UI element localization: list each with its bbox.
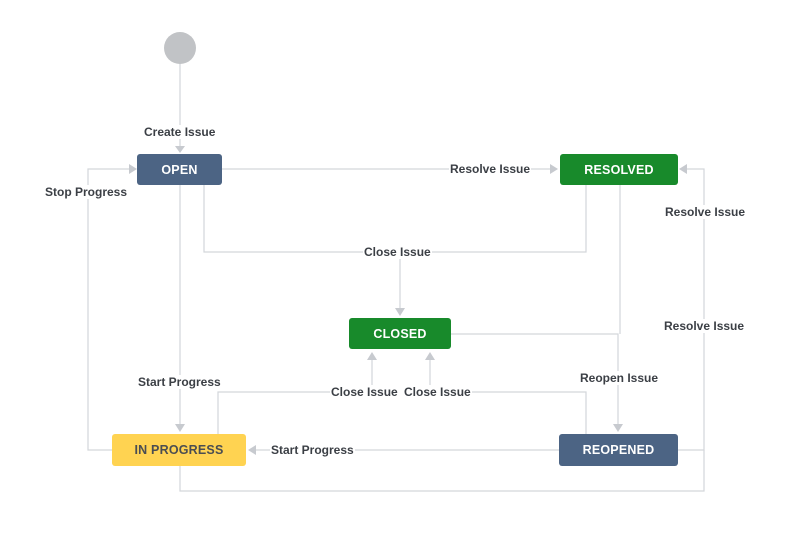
label-resolve-issue-open[interactable]: Resolve Issue	[449, 162, 532, 176]
label-start-progress-open[interactable]: Start Progress	[137, 375, 222, 389]
arrowhead	[129, 164, 137, 174]
arrowhead	[248, 445, 256, 455]
arrowhead	[425, 352, 435, 360]
edge-reopened-close	[429, 358, 587, 434]
edge-reopened-resolve	[678, 168, 705, 451]
state-open[interactable]: OPEN	[137, 154, 222, 185]
label-close-issue-reopened[interactable]: Close Issue	[403, 385, 472, 399]
edge-stop-progress	[87, 168, 130, 451]
arrowhead	[175, 424, 185, 432]
label-reopen-issue[interactable]: Reopen Issue	[579, 371, 660, 385]
arrowhead	[175, 146, 185, 153]
arrowhead	[613, 424, 623, 432]
label-stop-progress[interactable]: Stop Progress	[44, 185, 129, 199]
state-reopened[interactable]: REOPENED	[559, 434, 678, 466]
label-close-issue-inprogress[interactable]: Close Issue	[330, 385, 399, 399]
edge-open-close	[203, 185, 587, 253]
label-close-issue-top[interactable]: Close Issue	[363, 245, 432, 259]
state-closed[interactable]: CLOSED	[349, 318, 451, 349]
arrowhead	[395, 308, 405, 316]
edge-inprogress-resolve	[179, 450, 705, 492]
arrowhead	[367, 352, 377, 360]
label-create-issue[interactable]: Create Issue	[143, 125, 217, 139]
state-resolved[interactable]: RESOLVED	[560, 154, 678, 185]
label-resolve-issue-right-top[interactable]: Resolve Issue	[664, 205, 747, 219]
state-in-progress[interactable]: IN PROGRESS	[112, 434, 246, 466]
arrowhead	[550, 164, 558, 174]
start-node	[164, 32, 196, 64]
edge-reopen	[451, 333, 619, 426]
label-start-progress-reopened[interactable]: Start Progress	[270, 443, 355, 457]
label-resolve-issue-right-bottom[interactable]: Resolve Issue	[663, 319, 746, 333]
arrowhead	[679, 164, 687, 174]
edge-inprogress-close	[217, 358, 373, 434]
